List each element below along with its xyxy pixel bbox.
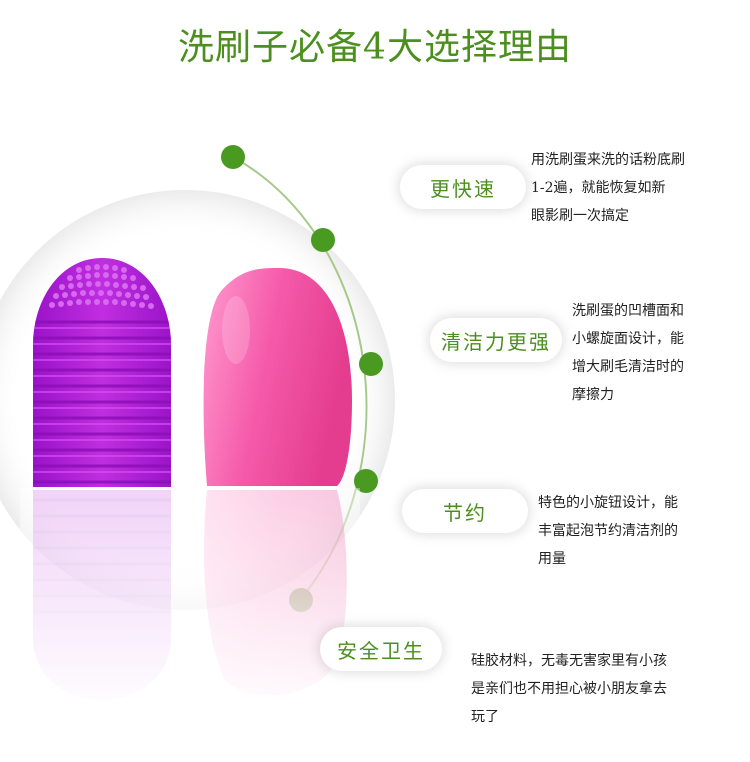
feature-desc-line: 1-2遍，就能恢复如新 [531, 180, 666, 196]
purple-brush-cleaner-egg [33, 258, 171, 487]
feature-pill-saving: 节约 [402, 489, 528, 533]
pink-brush-cleaner-egg [203, 268, 352, 486]
feature-desc-line: 摩擦力 [572, 387, 614, 403]
arc-dot-4 [354, 469, 378, 493]
feature-desc-line: 用洗刷蛋来洗的话粉底刷 [531, 152, 685, 168]
feature-desc-safe-hygienic: 硅胶材料，无毒无害家里有小孩 是亲们也不用担心被小朋友拿去 玩了 [471, 647, 667, 731]
feature-desc-line: 是亲们也不用担心被小朋友拿去 [471, 681, 667, 697]
feature-label: 安全卫生 [337, 638, 425, 663]
feature-pill-stronger-clean: 清洁力更强 [430, 318, 562, 362]
reflection-fade [20, 488, 360, 718]
arc-dot-3 [359, 352, 383, 376]
feature-desc-line: 特色的小旋钮设计，能 [538, 495, 678, 511]
feature-desc-line: 增大刷毛清洁时的 [572, 359, 684, 375]
feature-desc-line: 眼影刷一次搞定 [531, 208, 629, 224]
feature-desc-line: 用量 [538, 551, 566, 567]
feature-desc-line: 小螺旋面设计，能 [572, 331, 684, 347]
page-title: 洗刷子必备4大选择理由 [178, 27, 572, 68]
feature-desc-line: 玩了 [471, 709, 499, 725]
feature-label: 更快速 [430, 176, 496, 201]
feature-desc-saving: 特色的小旋钮设计，能 丰富起泡节约清洁剂的 用量 [538, 489, 678, 573]
feature-label: 清洁力更强 [441, 329, 551, 354]
arc-dot-2 [311, 228, 335, 252]
feature-desc-line: 硅胶材料，无毒无害家里有小孩 [471, 653, 667, 669]
arc-dot-1 [221, 145, 245, 169]
feature-desc-faster: 用洗刷蛋来洗的话粉底刷 1-2遍，就能恢复如新 眼影刷一次搞定 [531, 146, 685, 230]
feature-desc-stronger-clean: 洗刷蛋的凹槽面和 小螺旋面设计，能 增大刷毛清洁时的 摩擦力 [572, 297, 684, 409]
feature-label: 节约 [443, 500, 487, 525]
feature-pill-faster: 更快速 [400, 165, 526, 209]
feature-desc-line: 洗刷蛋的凹槽面和 [572, 303, 684, 319]
feature-pill-safe-hygienic: 安全卫生 [320, 627, 442, 671]
feature-desc-line: 丰富起泡节约清洁剂的 [538, 523, 678, 539]
